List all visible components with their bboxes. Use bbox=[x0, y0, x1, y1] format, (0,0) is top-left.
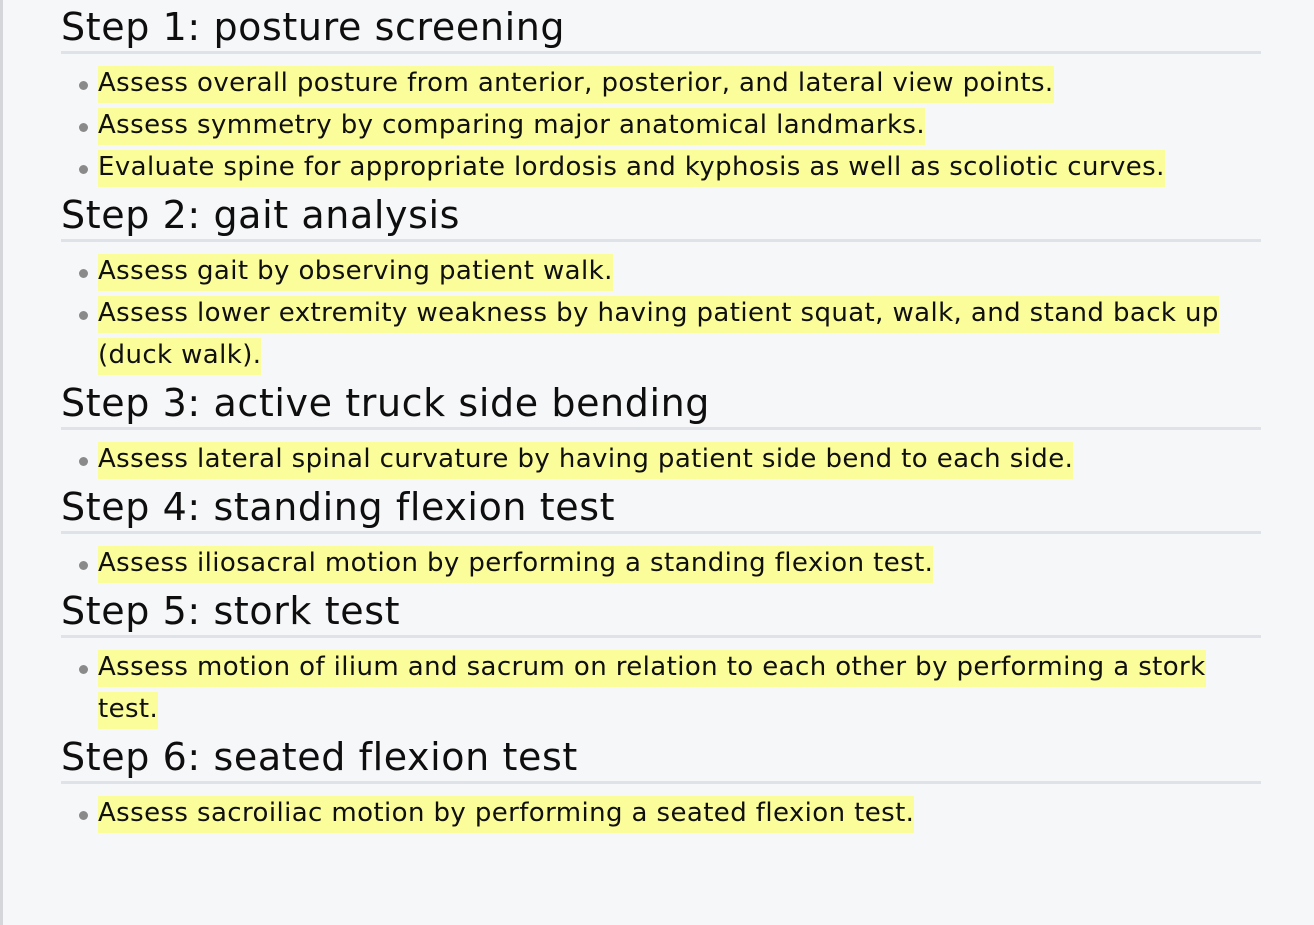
list-item: Assess lateral spinal curvature by havin… bbox=[79, 438, 1261, 480]
highlighted-text: Assess sacroiliac motion by performing a… bbox=[98, 796, 915, 833]
bullet-list: Assess sacroiliac motion by performing a… bbox=[61, 792, 1261, 834]
section-heading: Step 1: posture screening bbox=[61, 6, 1261, 54]
bullet-list: Assess motion of ilium and sacrum on rel… bbox=[61, 646, 1261, 730]
bullet-icon bbox=[79, 81, 88, 90]
section-heading: Step 4: standing flexion test bbox=[61, 486, 1261, 534]
highlighted-text: Assess iliosacral motion by performing a… bbox=[98, 546, 934, 583]
section-heading: Step 6: seated flexion test bbox=[61, 736, 1261, 784]
list-item: Assess lower extremity weakness by havin… bbox=[79, 292, 1261, 376]
bullet-list: Assess gait by observing patient walk. A… bbox=[61, 250, 1261, 376]
bullet-icon bbox=[79, 561, 88, 570]
bullet-icon bbox=[79, 311, 88, 320]
highlighted-text: Assess symmetry by comparing major anato… bbox=[98, 108, 926, 145]
section-heading: Step 3: active truck side bending bbox=[61, 382, 1261, 430]
bullet-list: Assess lateral spinal curvature by havin… bbox=[61, 438, 1261, 480]
highlighted-text: Assess overall posture from anterior, po… bbox=[98, 66, 1054, 103]
list-item: Assess symmetry by comparing major anato… bbox=[79, 104, 1261, 146]
highlighted-text: Assess lateral spinal curvature by havin… bbox=[98, 442, 1074, 479]
section-step-4: Step 4: standing flexion test Assess ili… bbox=[61, 486, 1261, 584]
section-heading: Step 5: stork test bbox=[61, 590, 1261, 638]
list-item: Assess sacroiliac motion by performing a… bbox=[79, 792, 1261, 834]
list-item: Assess motion of ilium and sacrum on rel… bbox=[79, 646, 1261, 730]
highlighted-text: Assess gait by observing patient walk. bbox=[98, 254, 613, 291]
section-step-3: Step 3: active truck side bending Assess… bbox=[61, 382, 1261, 480]
highlighted-text: Assess motion of ilium and sacrum on rel… bbox=[98, 650, 1206, 729]
bullet-icon bbox=[79, 457, 88, 466]
section-step-1: Step 1: posture screening Assess overall… bbox=[61, 6, 1261, 188]
left-border bbox=[0, 0, 3, 925]
highlighted-text: Evaluate spine for appropriate lordosis … bbox=[98, 150, 1165, 187]
bullet-icon bbox=[79, 269, 88, 278]
bullet-icon bbox=[79, 811, 88, 820]
list-item: Assess iliosacral motion by performing a… bbox=[79, 542, 1261, 584]
list-item: Assess gait by observing patient walk. bbox=[79, 250, 1261, 292]
bullet-list: Assess overall posture from anterior, po… bbox=[61, 62, 1261, 188]
section-heading: Step 2: gait analysis bbox=[61, 194, 1261, 242]
bullet-icon bbox=[79, 665, 88, 674]
section-step-5: Step 5: stork test Assess motion of iliu… bbox=[61, 590, 1261, 730]
list-item: Assess overall posture from anterior, po… bbox=[79, 62, 1261, 104]
bullet-icon bbox=[79, 165, 88, 174]
highlighted-text: Assess lower extremity weakness by havin… bbox=[98, 296, 1219, 375]
bullet-icon bbox=[79, 123, 88, 132]
steps-list: Step 1: posture screening Assess overall… bbox=[61, 0, 1261, 834]
bullet-list: Assess iliosacral motion by performing a… bbox=[61, 542, 1261, 584]
list-item: Evaluate spine for appropriate lordosis … bbox=[79, 146, 1261, 188]
section-step-2: Step 2: gait analysis Assess gait by obs… bbox=[61, 194, 1261, 376]
section-step-6: Step 6: seated flexion test Assess sacro… bbox=[61, 736, 1261, 834]
